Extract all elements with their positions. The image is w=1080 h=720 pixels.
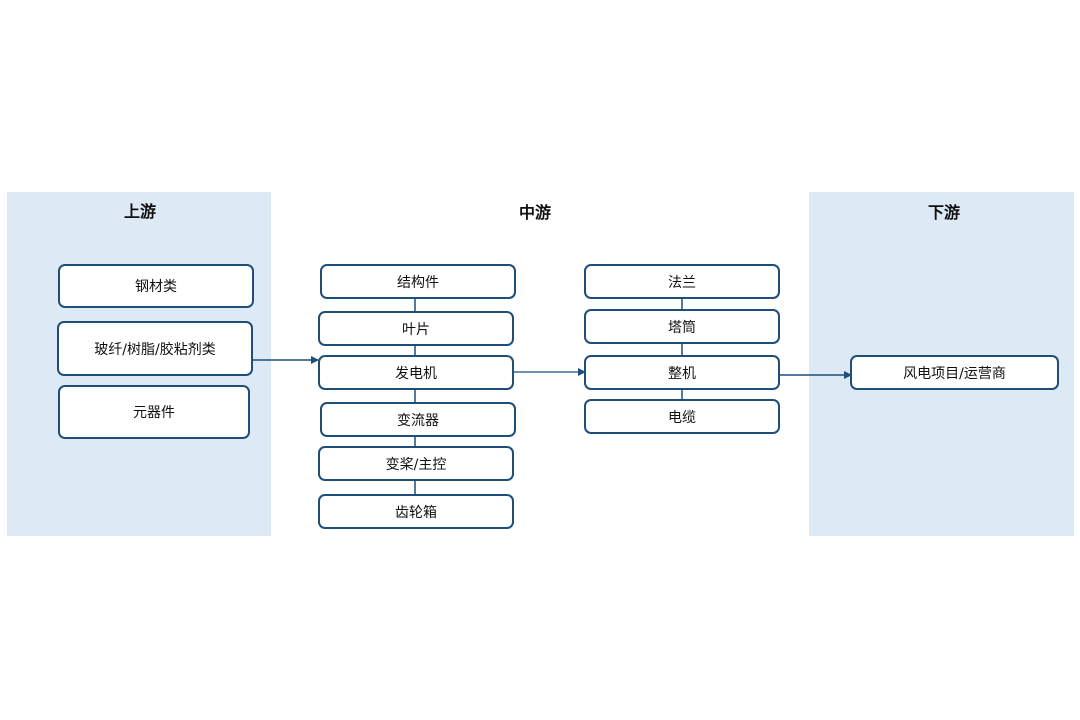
midstream-title: 中游 [518,203,551,222]
node-tower: 塔筒 [584,309,780,344]
node-wind-project-operator: 风电项目/运营商 [850,355,1059,390]
node-generator: 发电机 [318,355,514,390]
node-fiberglass-resin-adhesive: 玻纤/树脂/胶粘剂类 [57,321,253,376]
downstream-title: 下游 [927,203,960,222]
upstream-title: 上游 [123,202,156,221]
node-converter: 变流器 [320,402,516,437]
node-components: 元器件 [58,385,250,439]
node-turbine: 整机 [584,355,780,390]
node-flange: 法兰 [584,264,780,299]
node-cable: 电缆 [584,399,780,434]
node-structural-parts: 结构件 [320,264,516,299]
node-pitch-main-control: 变桨/主控 [318,446,514,481]
node-gearbox: 齿轮箱 [318,494,514,529]
node-blades: 叶片 [318,311,514,346]
node-steel: 钢材类 [58,264,254,308]
